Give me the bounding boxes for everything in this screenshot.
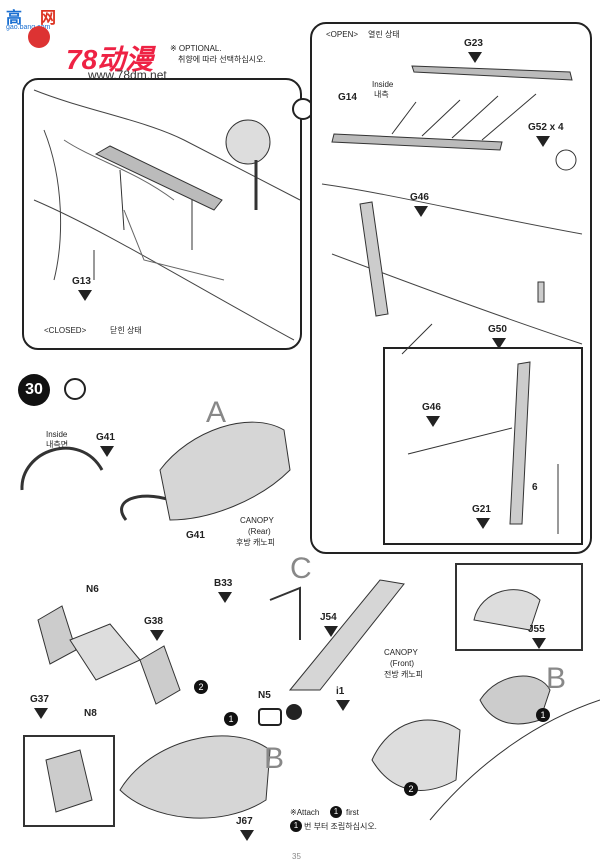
step-marker-2b: 2: [404, 782, 418, 796]
section-letter-c: C: [290, 552, 312, 585]
part-label-g13: G13: [72, 276, 91, 287]
attach-first-label: first: [346, 808, 359, 817]
part-marker-g37: [34, 708, 48, 719]
step-number: 30: [25, 381, 43, 398]
step-marker-1b: 1: [536, 708, 550, 722]
landing-gear-wheel: [225, 119, 271, 165]
section-letter-b2: B: [546, 662, 567, 695]
inside-ko-label: 내측: [374, 90, 389, 99]
part-label-n5: N5: [258, 690, 271, 701]
part-label-g50: G50: [488, 324, 507, 335]
watermark-small-url: gao.bang.com: [6, 24, 51, 31]
canopy-b-lower-shape: [119, 735, 271, 819]
step-number-badge: 30: [18, 374, 50, 406]
part-label-n6: N6: [86, 584, 99, 595]
watermark-char-2: 网: [40, 10, 57, 27]
canopy-rear-shape: [159, 421, 291, 521]
part-marker-g13: [78, 290, 92, 301]
cut-guide-icon: [258, 708, 282, 726]
part-marker-j67: [240, 830, 254, 841]
part-qty-label: 6: [532, 482, 538, 493]
open-fuselage-drawing: [321, 65, 583, 545]
inside-label-30: Inside: [46, 430, 68, 439]
part-label-j55: J55: [528, 624, 545, 635]
g41-ring-shape: [20, 446, 104, 491]
g13-part-shape: [94, 145, 223, 211]
part-marker-g23: [468, 52, 482, 63]
part-label-g46: G46: [410, 192, 429, 203]
part-label-j54: J54: [320, 612, 337, 623]
canopy-front-label-2: (Front): [390, 659, 414, 668]
g14-part-shape: [331, 133, 503, 151]
attach-step-marker-ko: 1: [290, 820, 302, 832]
part-marker-b33: [218, 592, 232, 603]
closed-state-panel: G13 <CLOSED> 닫힌 상태: [22, 78, 302, 350]
part-label-g21: G21: [472, 504, 491, 515]
optional-ko-label: 취향에 따라 선택하십시오.: [178, 55, 266, 64]
part-label-b33: B33: [214, 578, 233, 589]
part-label-g37: G37: [30, 694, 49, 705]
part-marker-g46b: [426, 416, 440, 427]
watermark-ball-icon: [28, 26, 50, 48]
watermark-char-1: 高: [6, 10, 23, 27]
closed-label: <CLOSED>: [44, 326, 87, 335]
part-label-g14: G14: [338, 92, 357, 103]
part-marker-g52: [536, 136, 550, 147]
canopy-front-label-1: CANOPY: [384, 648, 418, 657]
canopy-front-ko-label: 전방 캐노피: [384, 670, 424, 679]
part-label-g46b: G46: [422, 402, 441, 413]
detail-inset: [383, 347, 583, 545]
closed-fuselage-drawing: [33, 89, 301, 341]
part-marker-g41a: [100, 446, 114, 457]
canopy-front-shape: [371, 719, 461, 791]
part-marker-g38: [150, 630, 164, 641]
detail-circle-icon: [555, 149, 577, 171]
part-label-g41a: G41: [96, 432, 115, 443]
tip-bulb-icon: [286, 704, 302, 720]
glue-icon: [64, 378, 86, 400]
part-label-j67: J67: [236, 816, 253, 827]
step-marker-2a: 2: [194, 680, 208, 694]
part-marker-j54: [324, 626, 338, 637]
part-marker-g50: [492, 338, 506, 349]
canopy-rear-ko-label: 후방 캐노피: [236, 538, 276, 547]
g46-part-shape: [359, 201, 389, 317]
section-letter-b: B: [264, 742, 285, 775]
part-marker-j55: [532, 638, 546, 649]
part-label-i1: i1: [336, 686, 345, 697]
part-label-n8: N8: [84, 708, 97, 719]
page-number: 35: [292, 852, 301, 861]
g23-part-shape: [411, 65, 573, 81]
part-marker-i1: [336, 700, 350, 711]
b33-part-shape: [269, 586, 301, 640]
attach-step-marker: 1: [330, 806, 342, 818]
open-ko-label: 열린 상태: [368, 30, 400, 39]
attach-ko-label: 번 부터 조립하십시오.: [304, 822, 377, 831]
step-marker-1a: 1: [224, 712, 238, 726]
part-marker-g46: [414, 206, 428, 217]
part-label-g41b: G41: [186, 530, 205, 541]
inside-label: Inside: [372, 80, 394, 89]
section-letter-a: A: [206, 396, 227, 429]
part-label-g52: G52 x 4: [528, 122, 564, 133]
part-label-g38: G38: [144, 616, 163, 627]
closed-ko-label: 닫힌 상태: [110, 326, 142, 335]
optional-label: ※ OPTIONAL.: [170, 44, 222, 53]
part-marker-g21: [476, 518, 490, 529]
i1-part-shape: [288, 579, 405, 691]
canopy-rear-label-2: (Rear): [248, 527, 271, 536]
inside-ko-label-30: 내측면: [46, 440, 69, 449]
open-label: <OPEN>: [326, 30, 359, 39]
part-label-g23: G23: [464, 38, 483, 49]
open-state-panel: <OPEN> 열린 상태 G23 G14 Inside 내측 G52 x 4 G…: [310, 22, 592, 554]
watermark-brand: 78动漫: [66, 44, 154, 75]
attach-label: ※Attach: [290, 808, 320, 817]
canopy-rear-label-1: CANOPY: [240, 516, 274, 525]
